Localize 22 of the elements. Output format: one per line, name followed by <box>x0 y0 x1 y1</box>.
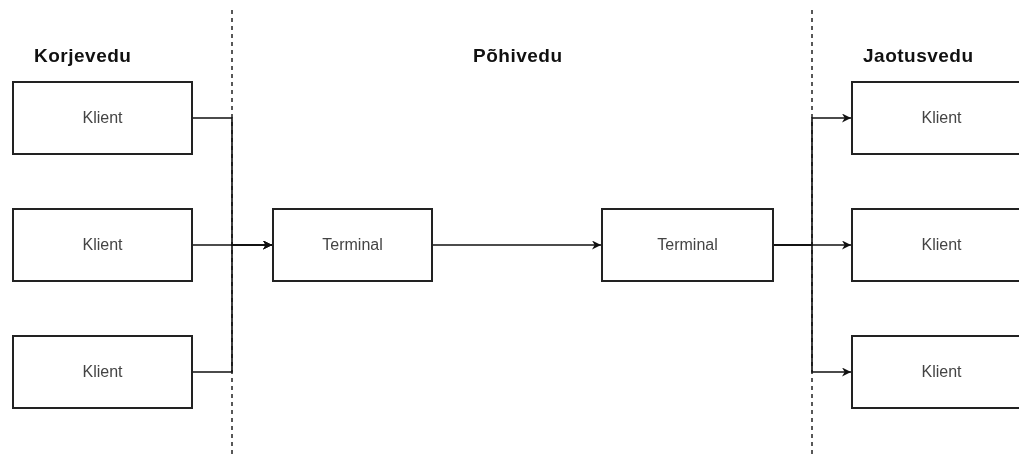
box-label: Klient <box>82 236 123 254</box>
arrow <box>192 240 273 373</box>
process-box <box>851 208 1019 282</box>
arrow <box>773 244 852 377</box>
arrow <box>432 240 602 250</box>
section-heading: Korjevedu <box>34 45 132 67</box>
box-label: Klient <box>921 236 962 254</box>
box-label: Klient <box>921 363 962 381</box>
box-label: Klient <box>82 363 123 381</box>
box-label: Klient <box>82 109 123 127</box>
section-heading: Jaotusvedu <box>863 45 974 67</box>
process-box <box>272 208 433 282</box>
box-label: Terminal <box>322 236 383 254</box>
process-box <box>12 81 193 155</box>
process-box <box>12 208 193 282</box>
box-label: Terminal <box>657 236 718 254</box>
process-box <box>12 335 193 409</box>
process-box <box>851 335 1019 409</box>
section-heading: Põhivedu <box>473 45 563 67</box>
box-label: Klient <box>921 109 962 127</box>
process-box <box>851 81 1019 155</box>
process-box <box>601 208 774 282</box>
